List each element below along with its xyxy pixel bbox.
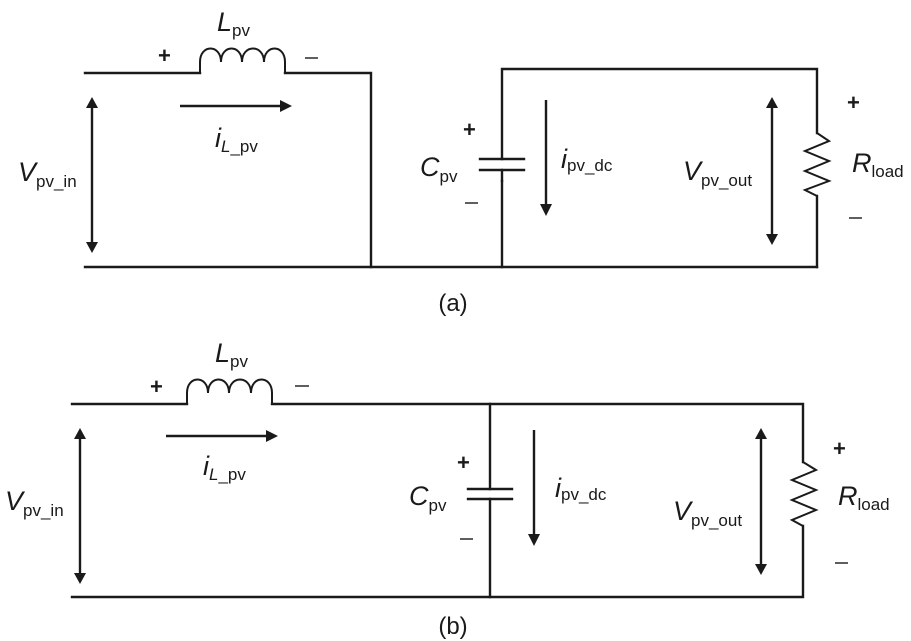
resistor-a xyxy=(802,132,832,197)
voltage-arrow-a-output xyxy=(766,97,778,245)
circuit-a: Lpv + iL_pv Vpv_in + Cpv ipv_dc Vpv_out … xyxy=(18,7,904,317)
voltage-arrow-b-output xyxy=(755,428,767,575)
label-b-inductor-plus: + xyxy=(150,374,163,399)
inductor-b xyxy=(186,378,273,404)
voltage-arrow-b-input xyxy=(74,428,86,584)
caption-a: (a) xyxy=(438,290,467,317)
label-b-inductor-current: iL_pv xyxy=(203,451,246,484)
wire-b-top-right xyxy=(270,402,805,464)
label-b-inductor: Lpv xyxy=(215,338,248,371)
wire-b-bottom xyxy=(70,524,805,599)
label-b-load: Rload xyxy=(838,481,890,514)
label-a-inductor-plus: + xyxy=(158,43,171,68)
label-a-load-plus: + xyxy=(847,90,860,115)
wire-a-output-loop xyxy=(500,67,819,269)
capacitor-a xyxy=(478,157,526,183)
resistor-b xyxy=(789,461,819,527)
label-b-load-plus: + xyxy=(833,436,846,461)
label-b-capacitor-plus: + xyxy=(457,450,470,475)
label-a-input-voltage: Vpv_in xyxy=(18,157,77,191)
label-a-capacitor-plus: + xyxy=(463,117,476,142)
caption-b: (b) xyxy=(438,613,467,640)
wire-a-top-right xyxy=(283,71,373,269)
label-b-output-voltage: Vpv_out xyxy=(673,496,742,530)
capacitor-b xyxy=(466,487,514,501)
label-a-capacitor-current: ipv_dc xyxy=(561,144,613,175)
label-b-capacitor: Cpv xyxy=(409,481,447,515)
label-a-load: Rload xyxy=(852,148,904,181)
label-b-input-voltage: Vpv_in xyxy=(5,486,64,520)
inductor-a xyxy=(199,47,286,73)
circuit-b: Lpv + iL_pv Vpv_in + Cpv ipv_dc Vpv_out … xyxy=(5,338,890,640)
label-a-capacitor: Cpv xyxy=(420,152,458,186)
current-arrow-a-inductor xyxy=(180,100,292,112)
label-b-capacitor-current: ipv_dc xyxy=(555,473,607,504)
label-a-inductor: Lpv xyxy=(217,7,250,40)
current-arrow-b-capacitor xyxy=(528,430,540,546)
current-arrow-b-inductor xyxy=(166,430,278,442)
label-a-inductor-current: iL_pv xyxy=(215,123,258,156)
label-a-output-voltage: Vpv_out xyxy=(683,156,752,190)
voltage-arrow-a-input xyxy=(86,97,98,253)
current-arrow-a-capacitor xyxy=(540,100,552,216)
